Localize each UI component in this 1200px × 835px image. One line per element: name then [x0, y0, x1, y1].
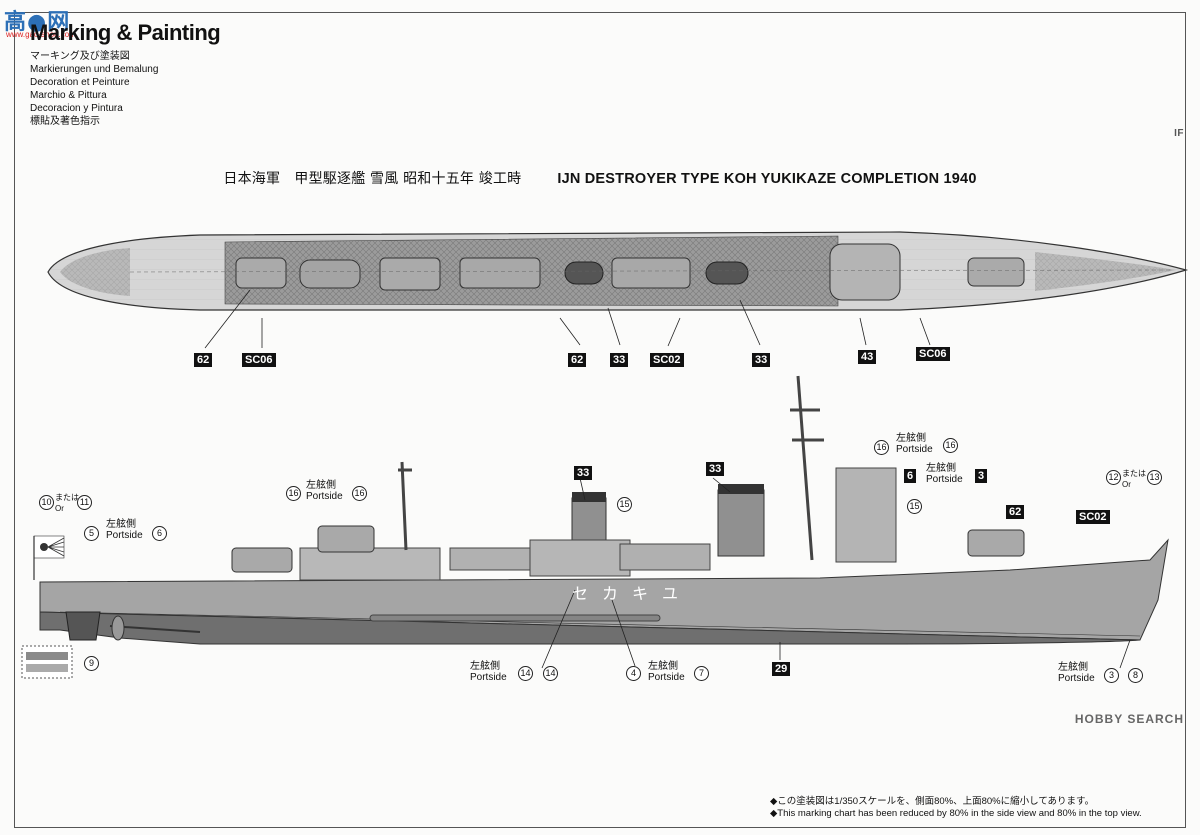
- callout-10: 10: [39, 495, 54, 510]
- page-title: Marking & Painting: [30, 20, 221, 45]
- side-view: [21, 289, 1169, 679]
- side-fwd-turret: [967, 529, 1025, 557]
- scale-note-jp: ◆この塗装図は1/350スケールを、側面80%、上面80%に縮小してあります。: [770, 796, 1095, 807]
- callout-9: 9: [84, 656, 99, 671]
- ship-title-en: IJN DESTROYER TYPE KOH YUKIKAZE COMPLETI…: [557, 171, 977, 187]
- label-3-side: 3: [975, 469, 988, 483]
- callout-6: 6: [152, 526, 167, 541]
- subtitle-it: Marchio & Pittura: [30, 90, 107, 101]
- side-waterline: [59, 611, 1141, 637]
- top-turret-aft-2: [299, 259, 361, 289]
- top-stern-net: [60, 248, 130, 296]
- watermark-corner: HOBBY SEARCH: [1074, 712, 1184, 726]
- callout-11: 11: [77, 495, 92, 510]
- callout-7: 7: [694, 666, 709, 681]
- side-deckhouse-aft: [299, 547, 441, 581]
- label-43-top: 43: [858, 350, 877, 364]
- scale-note: ◆この塗装図は1/350スケールを、側面80%、上面80%に縮小してあります。 …: [770, 796, 1142, 820]
- side-rudder: [65, 611, 101, 641]
- callout-15-aft: 15: [617, 497, 632, 512]
- top-torpedo-tube-fwd: [611, 257, 691, 289]
- callout-15-fwd: 15: [907, 499, 922, 514]
- side-fore-mast: [790, 375, 824, 561]
- side-torpedo-mount-fwd: [619, 543, 711, 571]
- hull-katakana-name: セカキユ: [572, 584, 693, 603]
- ensign-sun: [40, 543, 48, 551]
- label-sc02-top: SC02: [650, 353, 684, 367]
- subtitle-de: Markierungen und Bemalung: [30, 64, 159, 75]
- callout-16-fwd: 16: [874, 440, 889, 455]
- callout-16-aft: 16: [286, 486, 301, 501]
- top-turret-fwd: [967, 257, 1025, 287]
- label-33-side-aft-funnel: 33: [574, 466, 593, 480]
- side-torpedo-mounts: [449, 547, 531, 571]
- label-6-side: 6: [904, 469, 917, 483]
- side-aft-mast: [398, 461, 412, 551]
- callout-3-port: 3: [1104, 668, 1119, 683]
- callout-14-port: 14: [518, 666, 533, 681]
- watermark-url: www.gao-shou.com: [6, 30, 76, 39]
- label-33-top-a: 33: [610, 353, 629, 367]
- callout-8: 8: [1128, 668, 1143, 683]
- subtitle-list: マーキング及び塗装図 Markierungen und Bemalung Dec…: [30, 50, 158, 128]
- side-aft-turret-b: [317, 525, 375, 553]
- side-bridge-tower: [835, 467, 897, 563]
- side-propeller-shaft: [109, 625, 201, 633]
- top-bridge: [829, 243, 901, 301]
- top-centerline: [129, 269, 1171, 273]
- label-62-side: 62: [1006, 505, 1025, 519]
- side-funnel-fwd: [717, 489, 765, 557]
- label-sc06-top-fwd: SC06: [916, 347, 950, 361]
- label-62-top-aft: 62: [194, 353, 213, 367]
- callout-12: 12: [1106, 470, 1121, 485]
- watermark-logo: 高●网: [4, 10, 71, 35]
- label-sc02-side: SC02: [1076, 510, 1110, 524]
- subtitle-cn: 標貼及著色指示: [30, 116, 100, 127]
- side-aft-turret-a: [231, 547, 293, 573]
- callout-5: 5: [84, 526, 99, 541]
- callout-4: 4: [626, 666, 641, 681]
- top-view: [47, 231, 1189, 311]
- callout-14: 14: [543, 666, 558, 681]
- top-bow-net: [1035, 252, 1176, 291]
- page-frame: [14, 12, 1186, 828]
- subtitle-fr: Decoration et Peinture: [30, 77, 130, 88]
- ship-title: 日本海軍 甲型駆逐艦 雪風 昭和十五年 竣工時 IJN DESTROYER TYP…: [0, 168, 1200, 188]
- edge-mark: IF: [1174, 128, 1184, 139]
- callout-16-fwd-port: 16: [943, 438, 958, 453]
- top-funnel-fwd: [705, 261, 749, 285]
- top-turret-aft-1: [235, 257, 287, 289]
- ship-title-jp: 日本海軍 甲型駆逐艦 雪風 昭和十五年 竣工時: [223, 171, 522, 187]
- decal-nine-box: [21, 645, 73, 679]
- side-bilge-keel: [369, 614, 661, 622]
- side-funnel-fwd-cap: [718, 484, 764, 494]
- scale-note-en: ◆This marking chart has been reduced by …: [770, 808, 1142, 819]
- side-hull-lower: [39, 611, 1141, 645]
- label-29-side: 29: [772, 662, 791, 676]
- label-33-top-b: 33: [752, 353, 771, 367]
- side-propeller: [111, 615, 125, 641]
- top-funnel-aft: [564, 261, 604, 285]
- side-funnel-aft-cap: [572, 492, 606, 502]
- label-33-side-fwd-funnel: 33: [706, 462, 725, 476]
- top-torpedo-tube-aft: [379, 257, 441, 291]
- label-62-top-mid: 62: [568, 353, 587, 367]
- subtitle-jp: マーキング及び塗装図: [30, 51, 130, 62]
- callout-16-aft-port: 16: [352, 486, 367, 501]
- side-midships-structure: [529, 539, 631, 577]
- label-sc06-top-aft: SC06: [242, 353, 276, 367]
- callout-13: 13: [1147, 470, 1162, 485]
- top-torpedo-tube-mid: [459, 257, 541, 289]
- subtitle-es: Decoracion y Pintura: [30, 103, 123, 114]
